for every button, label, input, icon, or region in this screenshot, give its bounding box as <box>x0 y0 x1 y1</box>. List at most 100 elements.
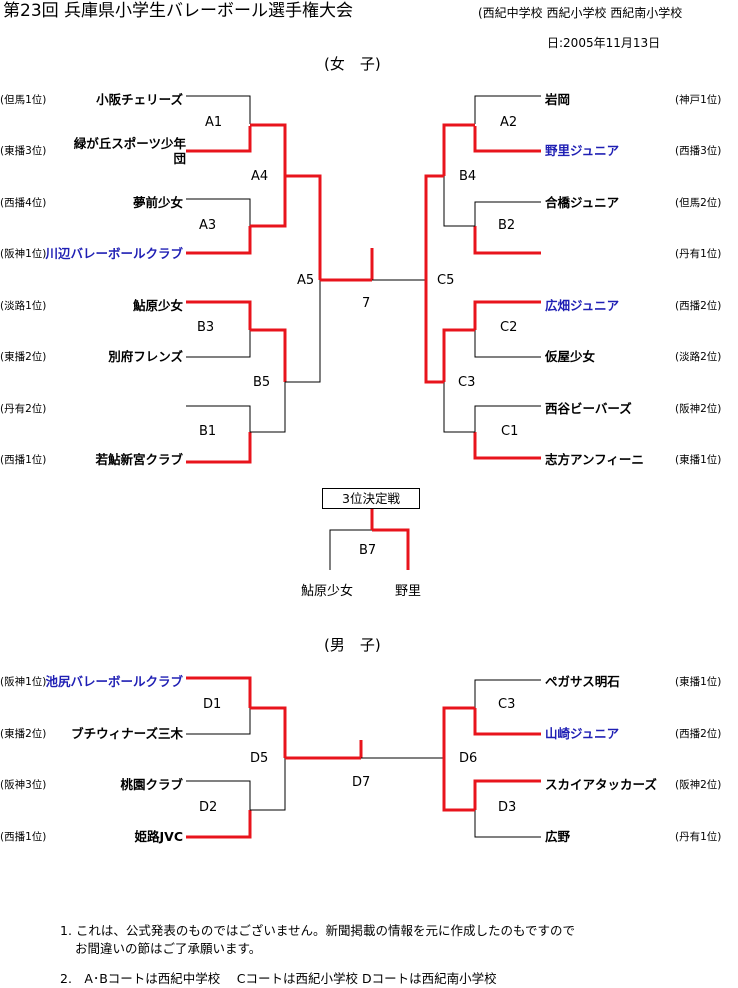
b3-top <box>186 300 252 330</box>
c2-out <box>442 328 475 382</box>
girls-right-team-6: 仮屋少女 <box>545 349 596 364</box>
match-code-d6: D6 <box>459 751 478 766</box>
c2-bottom <box>474 330 541 358</box>
c2-top <box>473 300 541 330</box>
match-code-b5: B5 <box>253 375 271 390</box>
b2-bottom <box>473 226 541 255</box>
note-1-cont: お間違いの節はご了承願います。 <box>75 941 262 956</box>
girls-right-rank-1: (神戸1位) <box>675 94 722 106</box>
girls-right-rank-3: (但馬2位) <box>675 197 722 209</box>
venue-list: (西紀中学校 西紀小学校 西紀南小学校 <box>478 6 683 20</box>
match-code-d2: D2 <box>199 800 218 815</box>
c1-bottom <box>473 432 541 460</box>
b3-bottom <box>186 330 251 358</box>
girls-right-rank-2: (西播3位) <box>675 145 722 157</box>
b7-right <box>372 528 410 570</box>
c3b-top <box>474 679 541 708</box>
d1-bottom <box>186 708 251 735</box>
match-code-a3: A3 <box>199 218 217 233</box>
a1-bottom <box>186 126 252 153</box>
a3-top <box>186 198 251 226</box>
a4-out <box>285 174 322 280</box>
girls-left-rank-5: (淡路1位) <box>0 300 47 312</box>
girls-left-rank-7: (丹有2位) <box>0 403 47 415</box>
boys-left-rank-3: (阪神3位) <box>0 779 47 791</box>
girls-right-rank-5: (西播2位) <box>675 300 722 312</box>
a1-out <box>250 123 287 176</box>
girls-right-team-2: 野里ジュニア <box>545 143 620 158</box>
match-code-d3: D3 <box>498 800 517 815</box>
b1-out <box>250 382 286 433</box>
b7-left <box>329 529 372 570</box>
c3b-out <box>442 706 475 758</box>
girls-right-rank-7: (阪神2位) <box>675 403 722 415</box>
boys-left-rank-1: (阪神1位) <box>0 676 47 688</box>
d2-out <box>250 758 286 811</box>
boys-right-team-4: 広野 <box>545 829 571 844</box>
girls-left-team-4: 川辺バレーボールクラブ <box>45 246 183 261</box>
girls-left-team-1: 小阪チェリーズ <box>96 92 183 107</box>
girls-left-rank-1: (但馬1位) <box>0 94 47 106</box>
note-2: 2. A･Bコートは西紀中学校 Cコートは西紀小学校 Dコートは西紀南小学校 <box>60 971 497 986</box>
page-title: 第23回 兵庫県小学生バレーボール選手権大会 <box>3 1 354 21</box>
girls-left-rank-6: (東播2位) <box>0 351 47 363</box>
girls-right-team-7: 西谷ビーバーズ <box>545 401 632 416</box>
match-code-final: 7 <box>362 296 371 311</box>
boys-left-rank-4: (西播1位) <box>0 831 47 843</box>
match-code-a1: A1 <box>205 115 223 130</box>
d2-bottom <box>186 810 252 839</box>
note-1: 1. これは、公式発表のものではございません。新聞掲載の情報を元に作成したのもで… <box>60 923 576 938</box>
girls-left-rank-3: (西播4位) <box>0 197 47 209</box>
match-code-c2: C2 <box>500 320 518 335</box>
girls-right-team-8: 志方アンフィーニ <box>545 452 644 467</box>
boys-right-rank-4: (丹有1位) <box>675 831 722 843</box>
b1-bottom <box>186 432 252 464</box>
boys-left-team-1: 池尻バレーボールクラブ <box>45 674 183 689</box>
boys-left-team-2: ブチウィナーズ三木 <box>71 726 183 741</box>
girls-right-rank-4: (丹有1位) <box>675 248 722 260</box>
a3-bottom <box>186 226 252 255</box>
match-code-c5: C5 <box>437 273 455 288</box>
b4-out <box>424 174 444 280</box>
match-code-c3: C3 <box>458 375 476 390</box>
d3-out <box>442 758 475 812</box>
c3-out <box>424 280 444 384</box>
d1-top <box>186 676 252 708</box>
boys-right-team-3: スカイアタッカーズ <box>545 777 657 792</box>
b2-out <box>443 176 475 227</box>
third-place-left-team: 鮎原少女 <box>301 584 354 599</box>
b2-top <box>474 201 541 226</box>
girls-left-team-8: 若鮎新宮クラブ <box>95 452 183 467</box>
match-code-a2: A2 <box>500 115 518 130</box>
match-code-b2: B2 <box>498 218 516 233</box>
girls-right-team-5: 広畑ジュニア <box>545 298 620 313</box>
third-place-label: 3位決定戦 <box>322 488 420 509</box>
a2-top <box>474 95 541 124</box>
girls-left-rank-2: (東播3位) <box>0 145 47 157</box>
boys-section-label: (男 子) <box>324 636 381 654</box>
b3-out <box>250 328 287 382</box>
match-code-d5: D5 <box>250 751 269 766</box>
match-code-boys-c3: C3 <box>498 697 516 712</box>
boys-left-rank-2: (東播2位) <box>0 728 47 740</box>
match-code-b7: B7 <box>359 543 377 558</box>
boys-left-team-4: 姫路JVC <box>134 829 184 844</box>
match-code-a5: A5 <box>297 273 315 288</box>
girls-section-label: (女 子) <box>324 55 381 73</box>
d3-top <box>473 779 541 810</box>
d2-top <box>186 780 251 810</box>
boys-right-team-2: 山崎ジュニア <box>545 726 620 741</box>
girls-right-rank-6: (淡路2位) <box>675 351 722 363</box>
match-code-b4: B4 <box>459 169 477 184</box>
event-date: 日:2005年11月13日 <box>547 36 661 50</box>
boys-right-rank-1: (東播1位) <box>675 676 722 688</box>
girls-left-team-2: 緑が丘スポーツ少年団 <box>73 136 186 166</box>
match-code-b1: B1 <box>199 424 217 439</box>
third-place-right-team: 野里 <box>395 584 422 599</box>
girls-left-rank-4: (阪神1位) <box>0 248 47 260</box>
match-code-d1: D1 <box>203 697 222 712</box>
girls-right-team-1: 岩岡 <box>545 92 571 107</box>
d1-out <box>250 706 287 758</box>
boys-left-team-3: 桃園クラブ <box>120 777 183 792</box>
